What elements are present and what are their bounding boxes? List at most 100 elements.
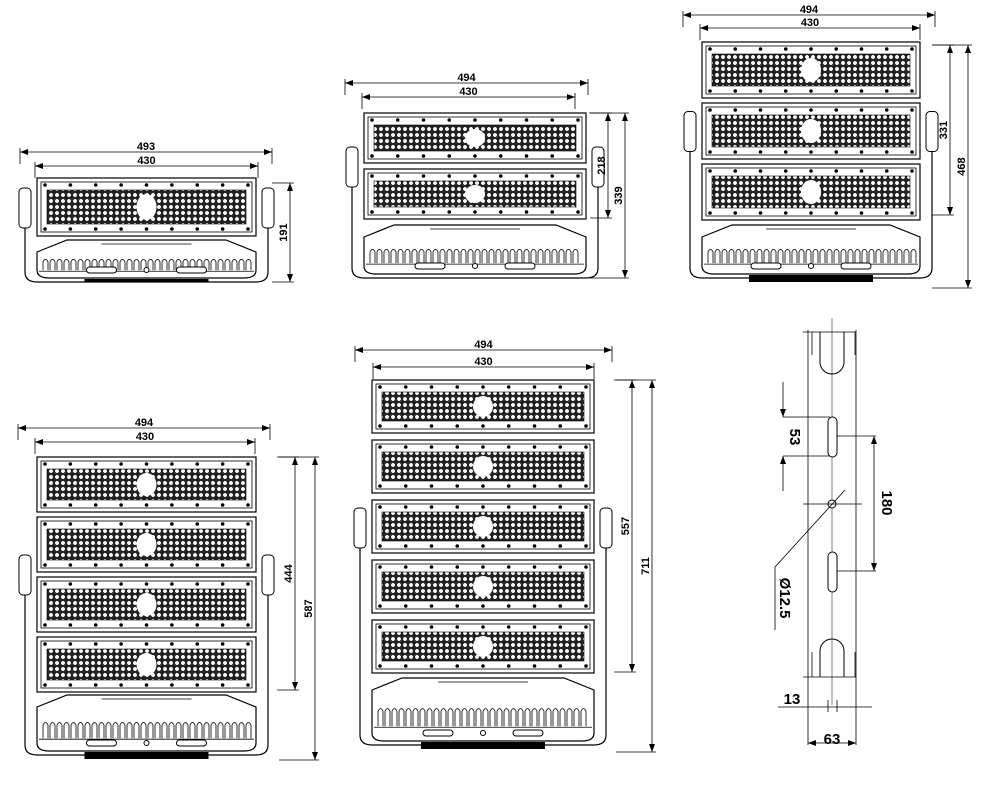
- sensor-window: [136, 194, 157, 220]
- cooling-fin: [847, 248, 854, 264]
- slot-right: [176, 739, 207, 747]
- base-housing: [363, 224, 587, 275]
- center-hole: [808, 263, 814, 269]
- center-hole: [143, 740, 150, 746]
- screw-icon: [910, 169, 914, 173]
- screw-icon: [473, 210, 477, 214]
- cooling-fin: [502, 248, 509, 264]
- led-module: [363, 168, 587, 220]
- led-module: [363, 112, 587, 164]
- screw-icon: [506, 625, 511, 629]
- cooling-fin: [147, 722, 154, 739]
- cooling-fin: [460, 248, 467, 264]
- dimension-label: 63: [824, 731, 841, 748]
- cooling-fin: [63, 259, 70, 271]
- leader-line: [774, 489, 846, 568]
- screw-icon: [170, 183, 174, 187]
- dimension-label: 430: [137, 155, 155, 167]
- screw-icon: [708, 150, 712, 154]
- screw-icon: [584, 625, 588, 629]
- dimension-label: 53: [786, 429, 803, 446]
- cooling-fin: [105, 722, 112, 739]
- dimension-label: 711: [640, 557, 652, 575]
- sensor-window: [473, 636, 493, 657]
- screw-icon: [455, 445, 460, 449]
- cooling-fin: [819, 248, 826, 264]
- screw-icon: [170, 683, 174, 687]
- module-inner-frame: [705, 106, 917, 156]
- dimension-label: 430: [801, 17, 819, 29]
- cooling-fin: [756, 248, 763, 264]
- screw-icon: [506, 664, 511, 668]
- screw-icon: [429, 625, 434, 629]
- dimension-label: 180: [878, 490, 895, 515]
- screw-icon: [403, 565, 408, 569]
- screw-icon: [93, 642, 98, 646]
- screw-icon: [576, 118, 580, 122]
- cooling-fin: [425, 248, 432, 264]
- cooling-fin: [168, 722, 175, 739]
- cooling-fin: [245, 722, 252, 739]
- led-module: [36, 177, 257, 237]
- screw-icon: [859, 211, 864, 215]
- cooling-fin: [467, 248, 474, 264]
- screw-icon: [910, 150, 914, 154]
- cooling-fin: [391, 708, 398, 727]
- screw-icon: [884, 169, 889, 173]
- fixture-views: 4934301914944302183394944303314684944304…: [17, 4, 972, 761]
- screw-icon: [195, 183, 200, 187]
- screw-icon: [783, 47, 788, 51]
- screw-icon: [195, 522, 200, 526]
- screw-icon: [170, 227, 174, 231]
- screw-icon: [447, 118, 452, 122]
- cooling-fin: [538, 708, 545, 727]
- screw-icon: [447, 174, 452, 178]
- screw-icon: [532, 565, 537, 569]
- screw-icon: [809, 211, 813, 215]
- cooling-fin: [875, 248, 882, 264]
- cooling-fin: [482, 708, 489, 727]
- top-slot: [819, 332, 845, 375]
- screw-icon: [246, 563, 250, 567]
- screw-icon: [834, 47, 839, 51]
- screw-icon: [481, 544, 485, 548]
- screw-icon: [506, 424, 511, 428]
- cooling-fin: [432, 248, 439, 264]
- screw-icon: [733, 108, 738, 112]
- dimension-label: 494: [457, 72, 476, 84]
- sensor-window: [473, 576, 493, 597]
- cooling-fin: [447, 708, 454, 727]
- screw-icon: [550, 118, 555, 122]
- screw-icon: [68, 683, 73, 687]
- cooling-fin: [175, 259, 182, 271]
- screw-icon: [809, 169, 813, 173]
- cooling-fin: [70, 259, 77, 271]
- screw-icon: [758, 169, 763, 173]
- cooling-fin: [833, 248, 840, 264]
- screw-icon: [708, 89, 712, 93]
- module-inner-frame: [375, 383, 591, 430]
- screw-icon: [220, 642, 225, 646]
- screw-icon: [708, 108, 712, 112]
- cooling-fin: [551, 248, 558, 264]
- screw-icon: [429, 664, 434, 668]
- screw-icon: [43, 623, 47, 627]
- sensor-window: [473, 396, 493, 417]
- screw-icon: [783, 150, 788, 154]
- cooling-fin: [791, 248, 798, 264]
- cooling-fin: [910, 248, 917, 264]
- side-knob-left: [345, 146, 359, 188]
- screw-icon: [584, 385, 588, 389]
- cooling-fin: [98, 259, 105, 271]
- screw-icon: [220, 227, 225, 231]
- cooling-fin: [453, 248, 460, 264]
- screw-icon: [93, 183, 98, 187]
- cooling-fin: [224, 259, 231, 271]
- cooling-fin: [496, 708, 503, 727]
- mount-plate: [421, 742, 545, 749]
- screw-icon: [144, 503, 149, 507]
- screw-icon: [429, 424, 434, 428]
